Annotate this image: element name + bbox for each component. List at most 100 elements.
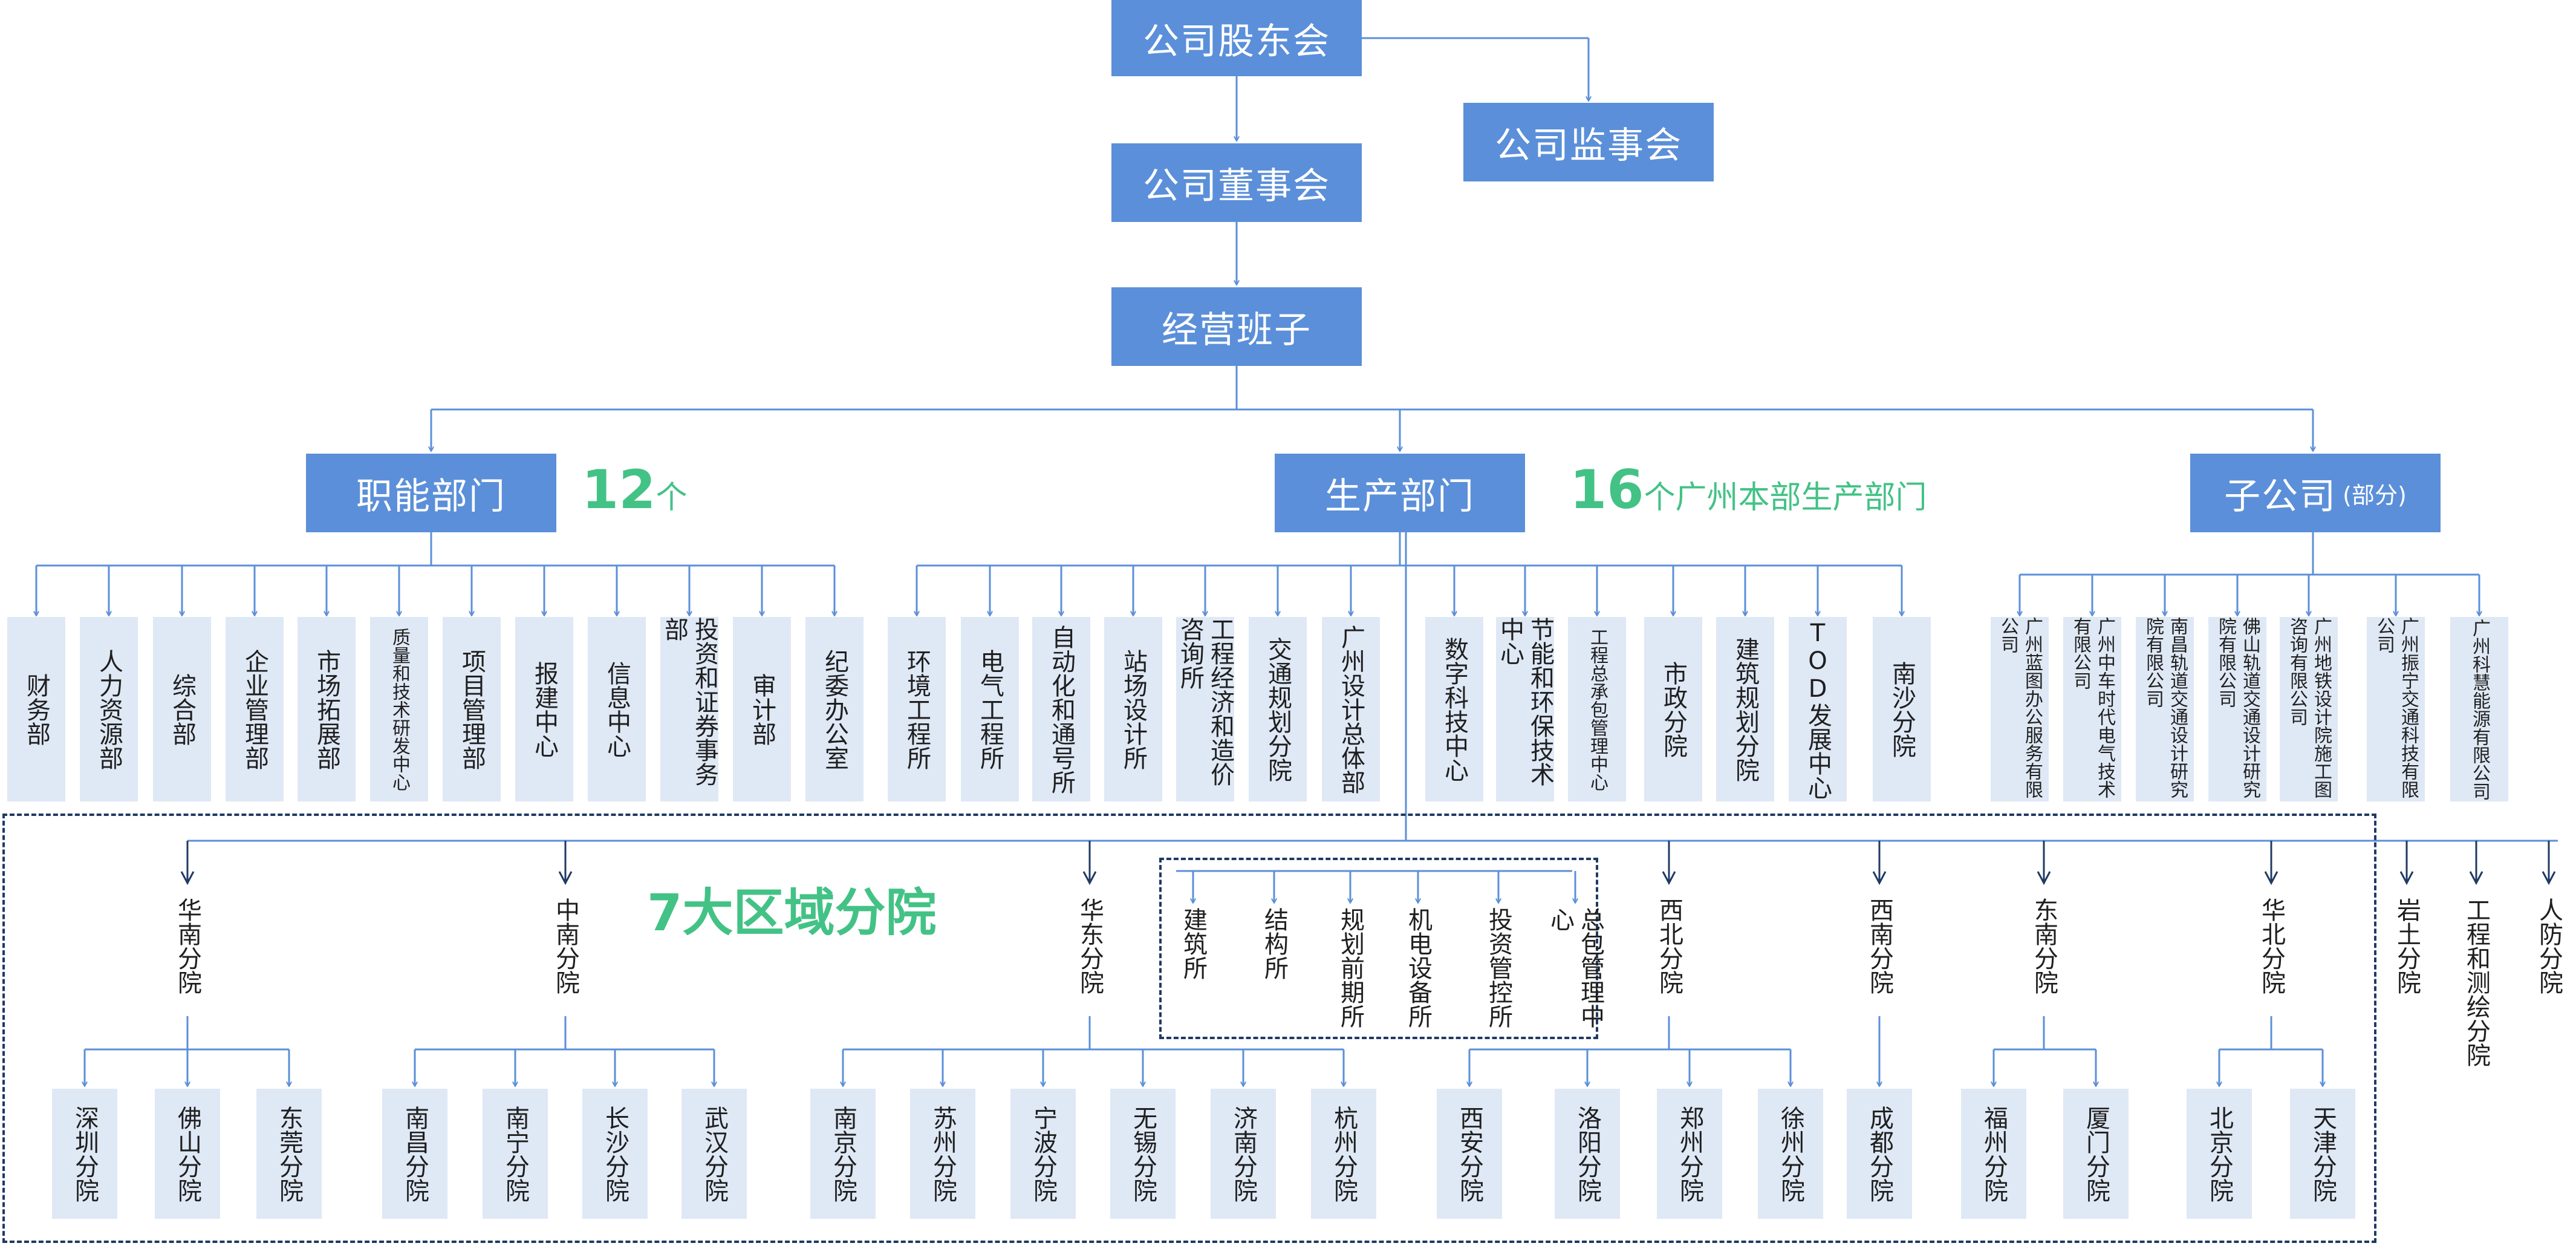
- production-dept-3[interactable]: 自动化和通号所: [1032, 617, 1090, 801]
- production-dept-7-label: 广州设计总体部: [1337, 624, 1365, 794]
- functional-count-note: 12个: [582, 458, 687, 521]
- shareholders-box[interactable]: 公司股东会: [1111, 0, 1362, 76]
- subsidiary-7[interactable]: 广州科慧能源有限公司: [2450, 617, 2508, 801]
- production-dept-5-label: 工程经济和造价咨询所: [1176, 617, 1234, 786]
- region-6[interactable]: 东南分院: [2020, 898, 2068, 1019]
- functional-dept-6[interactable]: 质量和技术研发中心: [370, 617, 428, 801]
- functional-dept-11[interactable]: 审计部: [733, 617, 791, 801]
- subsidiaries-title: 子公司: [2224, 475, 2337, 518]
- subsidiary-6[interactable]: 广州振宁交通科技有限公司: [2367, 617, 2425, 801]
- specialist-unit-2[interactable]: 工程和测绘分院: [2452, 898, 2500, 1079]
- region-3-branch-3[interactable]: 宁波分院: [1010, 1089, 1076, 1219]
- production-dept-6[interactable]: 交通规划分院: [1249, 617, 1307, 801]
- production-dept-13[interactable]: TOD发展中心: [1789, 617, 1847, 801]
- production-dept-4[interactable]: 站场设计所: [1104, 617, 1162, 801]
- production-dept-12[interactable]: 建筑规划分院: [1716, 617, 1774, 801]
- specialist-unit-3[interactable]: 人防分院: [2525, 898, 2573, 1079]
- subsidiary-1-label: 广州蓝图办公服务有限公司: [1997, 617, 2043, 798]
- region-2-branch-2[interactable]: 南宁分院: [483, 1089, 548, 1219]
- region-2-branch-4[interactable]: 武汉分院: [681, 1089, 747, 1219]
- region-5-branch-1[interactable]: 成都分院: [1847, 1089, 1912, 1219]
- region-4-branch-2[interactable]: 洛阳分院: [1555, 1089, 1620, 1219]
- design-subunit-5-label: 投资管控所: [1485, 907, 1512, 1028]
- region-1-branch-3[interactable]: 东莞分院: [256, 1089, 322, 1219]
- region-1-branch-1[interactable]: 深圳分院: [52, 1089, 117, 1219]
- production-dept-11[interactable]: 市政分院: [1644, 617, 1702, 801]
- region-1-branch-2[interactable]: 佛山分院: [155, 1089, 220, 1219]
- specialist-unit-1-label: 岩土分院: [2393, 898, 2421, 994]
- production-dept-6-label: 交通规划分院: [1264, 636, 1292, 782]
- subsidiary-2[interactable]: 广州中车时代电气技术有限公司: [2063, 617, 2121, 801]
- functional-dept-4[interactable]: 企业管理部: [226, 617, 284, 801]
- region-3-branch-4[interactable]: 无锡分院: [1110, 1089, 1176, 1219]
- functional-departments-box[interactable]: 职能部门: [306, 454, 556, 532]
- design-subunit-2[interactable]: 结构所: [1250, 907, 1298, 1040]
- functional-dept-3[interactable]: 综合部: [153, 617, 211, 801]
- board-box[interactable]: 公司董事会: [1111, 143, 1362, 222]
- functional-dept-12[interactable]: 纪委办公室: [805, 617, 864, 801]
- specialist-unit-1[interactable]: 岩土分院: [2382, 898, 2431, 1079]
- region-2-branch-3[interactable]: 长沙分院: [582, 1089, 648, 1219]
- production-count-note: 16个广州本部生产部门: [1570, 458, 1927, 521]
- region-4-branch-3[interactable]: 郑州分院: [1657, 1089, 1722, 1219]
- functional-dept-5[interactable]: 市场拓展部: [298, 617, 356, 801]
- region-2-branch-1[interactable]: 南昌分院: [382, 1089, 447, 1219]
- region-3-branch-6[interactable]: 杭州分院: [1311, 1089, 1376, 1219]
- production-dept-2[interactable]: 电气工程所: [961, 617, 1019, 801]
- functional-dept-5-label: 市场拓展部: [313, 648, 340, 770]
- supervisors-box[interactable]: 公司监事会: [1463, 103, 1714, 181]
- region-2[interactable]: 中南分院: [541, 898, 590, 1019]
- management-box[interactable]: 经营班子: [1111, 287, 1362, 366]
- functional-dept-10[interactable]: 投资和证券事务部: [660, 617, 718, 801]
- subsidiary-1[interactable]: 广州蓝图办公服务有限公司: [1991, 617, 2049, 801]
- region-7-branch-2[interactable]: 天津分院: [2290, 1089, 2355, 1219]
- region-7-label: 华北分院: [2257, 898, 2285, 994]
- functional-dept-9[interactable]: 信息中心: [588, 617, 646, 801]
- production-dept-11-label: 市政分院: [1659, 661, 1687, 758]
- production-dept-8[interactable]: 数字科技中心: [1425, 617, 1483, 801]
- region-7-branch-1[interactable]: 北京分院: [2187, 1089, 2252, 1219]
- design-subunit-6[interactable]: 总包管理中心: [1546, 907, 1604, 1040]
- region-1-branch-1-label: 深圳分院: [71, 1105, 99, 1202]
- functional-dept-7[interactable]: 项目管理部: [443, 617, 501, 801]
- region-3-branch-5-label: 济南分院: [1229, 1105, 1257, 1202]
- production-departments-box[interactable]: 生产部门: [1275, 454, 1525, 532]
- region-3-branch-1[interactable]: 南京分院: [810, 1089, 876, 1219]
- region-1[interactable]: 华南分院: [163, 898, 212, 1019]
- design-subunit-1[interactable]: 建筑所: [1169, 907, 1217, 1040]
- region-4-branch-4[interactable]: 徐州分院: [1758, 1089, 1823, 1219]
- region-3-branch-1-label: 南京分院: [829, 1105, 857, 1202]
- region-7[interactable]: 华北分院: [2247, 898, 2295, 1019]
- region-4[interactable]: 西北分院: [1645, 898, 1693, 1019]
- production-dept-7[interactable]: 广州设计总体部: [1322, 617, 1380, 801]
- subsidiary-5[interactable]: 广州地铁设计院施工图咨询有限公司: [2280, 617, 2338, 801]
- production-dept-9-label: 节能和环保技术中心: [1496, 617, 1554, 786]
- functional-dept-8[interactable]: 报建中心: [515, 617, 573, 801]
- region-4-branch-1[interactable]: 西安分院: [1437, 1089, 1502, 1219]
- design-subunit-4[interactable]: 机电设备所: [1394, 907, 1442, 1040]
- region-4-label: 西北分院: [1655, 898, 1683, 994]
- functional-dept-1[interactable]: 财务部: [7, 617, 65, 801]
- region-3-branch-6-label: 杭州分院: [1330, 1105, 1358, 1202]
- design-subunit-3[interactable]: 规划前期所: [1326, 907, 1374, 1040]
- production-dept-14[interactable]: 南沙分院: [1873, 617, 1931, 801]
- design-subunit-5[interactable]: 投资管控所: [1474, 907, 1523, 1040]
- region-3-branch-2[interactable]: 苏州分院: [910, 1089, 975, 1219]
- region-3-branch-5[interactable]: 济南分院: [1211, 1089, 1276, 1219]
- design-subunit-1-label: 建筑所: [1179, 907, 1207, 980]
- production-dept-10[interactable]: 工程总承包管理中心: [1568, 617, 1626, 801]
- production-dept-9[interactable]: 节能和环保技术中心: [1496, 617, 1554, 801]
- production-dept-1[interactable]: 环境工程所: [888, 617, 946, 801]
- region-2-label: 中南分院: [551, 898, 579, 994]
- region-6-branch-1[interactable]: 福州分院: [1961, 1089, 2026, 1219]
- region-5[interactable]: 西南分院: [1855, 898, 1904, 1019]
- production-dept-5[interactable]: 工程经济和造价咨询所: [1176, 617, 1234, 801]
- subsidiary-4[interactable]: 佛山轨道交通设计研究院有限公司: [2208, 617, 2266, 801]
- functional-dept-2[interactable]: 人力资源部: [80, 617, 138, 801]
- subsidiary-3[interactable]: 南昌轨道交通设计研究院有限公司: [2136, 617, 2194, 801]
- region-2-branch-2-label: 南宁分院: [501, 1105, 529, 1202]
- region-3[interactable]: 华东分院: [1065, 898, 1114, 1019]
- region-6-branch-2[interactable]: 厦门分院: [2063, 1089, 2129, 1219]
- subsidiaries-box[interactable]: 子公司(部分): [2190, 454, 2441, 532]
